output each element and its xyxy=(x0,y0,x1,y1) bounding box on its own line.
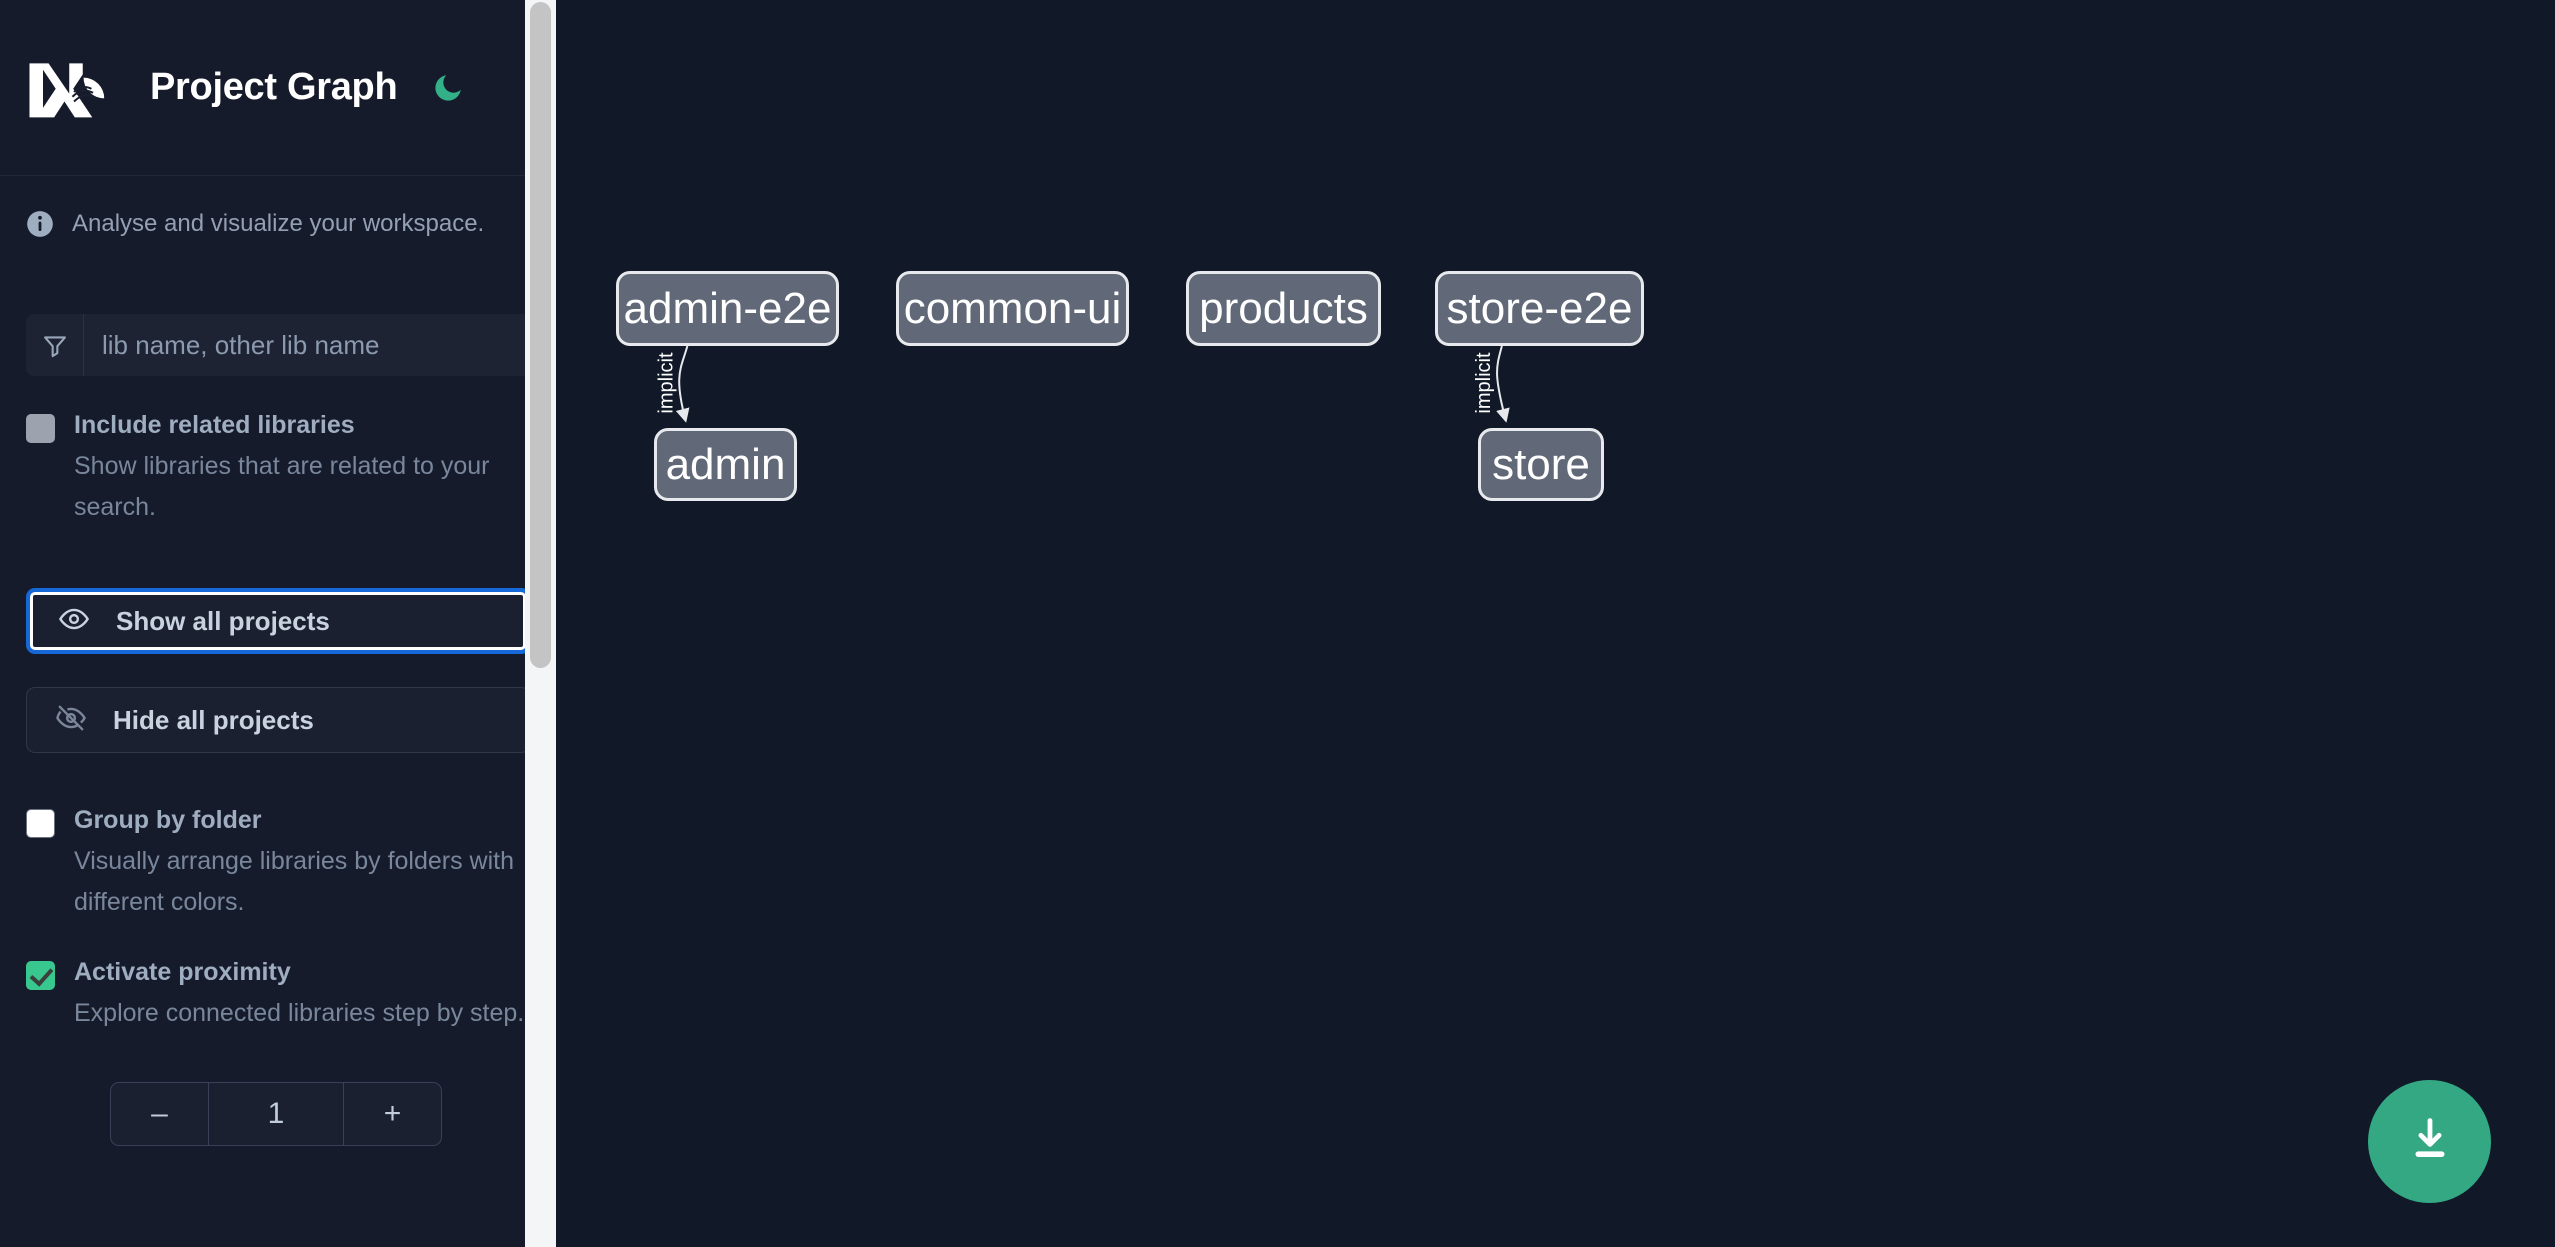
search-input[interactable] xyxy=(84,314,530,376)
option-label: Activate proximity xyxy=(74,958,291,986)
filter-field[interactable] xyxy=(26,314,530,376)
eye-icon xyxy=(58,603,90,640)
option-group-by-folder[interactable]: Group by folder Visually arrange librari… xyxy=(0,805,556,923)
show-all-projects-label: Show all projects xyxy=(116,605,330,636)
graph-edge-label: implicit xyxy=(655,352,677,414)
graph-node-store[interactable]: store xyxy=(1478,428,1604,501)
checkbox-group-by-folder[interactable] xyxy=(26,809,55,838)
proximity-stepper: – 1 + xyxy=(110,1082,442,1146)
option-label: Include related libraries xyxy=(74,411,355,439)
graph-node-common-ui[interactable]: common-ui xyxy=(896,271,1129,346)
moon-icon[interactable] xyxy=(427,67,469,109)
download-button[interactable] xyxy=(2368,1080,2491,1203)
workspace-info-text: Analyse and visualize your workspace. xyxy=(72,210,485,237)
proximity-decrement-button[interactable]: – xyxy=(151,1097,168,1130)
hide-all-projects-label: Hide all projects xyxy=(113,704,314,735)
option-activate-proximity[interactable]: Activate proximity Explore connected lib… xyxy=(0,957,556,1034)
info-icon xyxy=(26,210,54,238)
graph-node-admin[interactable]: admin xyxy=(654,428,797,501)
graph-edge-admin-e2e-admin xyxy=(675,345,690,423)
checkbox-activate-proximity[interactable] xyxy=(26,961,55,990)
graph-node-admin-e2e[interactable]: admin-e2e xyxy=(616,271,839,346)
sidebar-scrollbar-thumb[interactable] xyxy=(530,2,551,668)
proximity-value: 1 xyxy=(208,1083,344,1145)
graph-node-products[interactable]: products xyxy=(1186,271,1381,346)
option-label: Group by folder xyxy=(74,806,262,834)
hide-all-projects-button[interactable]: Hide all projects xyxy=(26,687,530,753)
graph-edges: implicit implicit xyxy=(655,345,1510,423)
workspace-info: Analyse and visualize your workspace. xyxy=(0,176,556,238)
nx-logo-icon xyxy=(26,57,122,119)
graph-edge-store-e2e-store xyxy=(1496,345,1510,423)
option-description: Visually arrange libraries by folders wi… xyxy=(74,847,515,916)
sidebar-header: Project Graph xyxy=(0,0,556,176)
option-description: Explore connected libraries step by step… xyxy=(74,999,525,1027)
option-include-related-libraries[interactable]: Include related libraries Show libraries… xyxy=(0,410,556,528)
show-all-projects-button[interactable]: Show all projects xyxy=(26,588,530,654)
graph-edge-label: implicit xyxy=(1473,352,1495,414)
page-title: Project Graph xyxy=(150,66,398,108)
sidebar-scrollbar-track[interactable] xyxy=(525,0,556,1247)
graph-node-store-e2e[interactable]: store-e2e xyxy=(1435,271,1644,346)
funnel-icon xyxy=(26,314,84,376)
download-icon xyxy=(2404,1113,2456,1170)
eye-off-icon xyxy=(55,702,87,739)
option-description: Show libraries that are related to your … xyxy=(74,452,490,521)
graph-canvas[interactable]: implicit implicit admin-e2e common-ui produ… xyxy=(556,0,2555,1247)
proximity-increment-button[interactable]: + xyxy=(383,1097,402,1130)
sidebar: Project Graph Analyse and visualize your… xyxy=(0,0,556,1247)
checkbox-include-related-libraries[interactable] xyxy=(26,414,55,443)
